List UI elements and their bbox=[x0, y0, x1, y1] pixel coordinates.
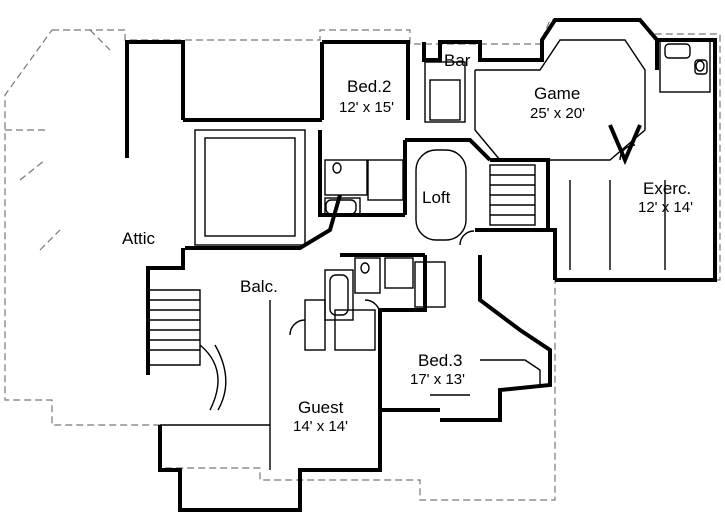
room-label-bar: Bar bbox=[444, 51, 471, 70]
room-label-loft: Loft bbox=[422, 188, 451, 207]
room-label-attic: Attic bbox=[122, 229, 156, 248]
room-label-game: Game bbox=[534, 84, 581, 103]
room-size-bed2: 12' x 15' bbox=[339, 99, 394, 116]
room-size-guest: 14' x 14' bbox=[293, 418, 348, 435]
interior-lines bbox=[148, 39, 711, 470]
walls bbox=[125, 18, 717, 512]
room-size-game: 25' x 20' bbox=[530, 105, 585, 122]
roof-outline bbox=[4, 19, 721, 501]
room-size-bed3: 17' x 13' bbox=[410, 371, 465, 388]
room-label-guest: Guest bbox=[298, 398, 344, 417]
room-size-exerc: 12' x 14' bbox=[638, 199, 693, 216]
room-label-bed2: Bed.2 bbox=[347, 77, 392, 96]
room-label-bed3: Bed.3 bbox=[418, 351, 463, 370]
room-label-balc: Balc. bbox=[240, 277, 278, 296]
room-label-exerc: Exerc. bbox=[643, 179, 692, 198]
